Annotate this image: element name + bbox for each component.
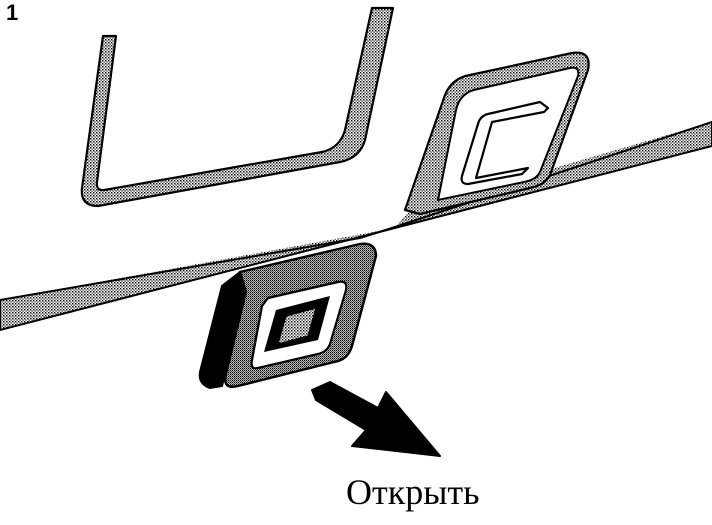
figure-number: 1: [6, 0, 19, 25]
figure-caption: Открыть: [346, 472, 480, 512]
window-recess: [80, 6, 395, 208]
pull-direction-arrow-icon: [311, 381, 441, 457]
housing-grip-slot: [460, 100, 550, 186]
panel-lower-edge: [0, 121, 712, 301]
latch-handle-icon: [198, 242, 378, 390]
